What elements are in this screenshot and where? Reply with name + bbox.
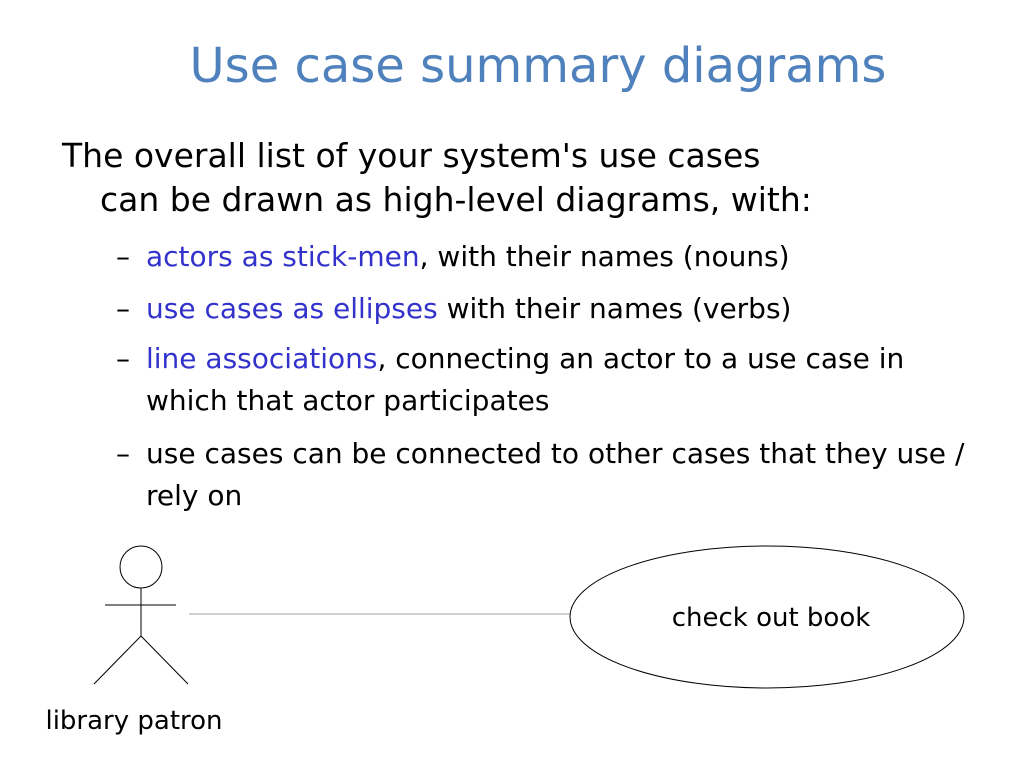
- bullet-text: use cases can be connected to other case…: [146, 437, 965, 512]
- bullet-text: , with their names (nouns): [419, 240, 790, 273]
- bullet-item-use-cases: –use cases as ellipses with their names …: [116, 288, 976, 330]
- bullet-item-connected-cases: –use cases can be connected to other cas…: [116, 433, 976, 517]
- slide-title: Use case summary diagrams: [189, 38, 887, 94]
- actor-left-leg: [93, 635, 142, 685]
- bullet-text: with their names (verbs): [437, 292, 792, 325]
- bullet-list: –actors as stick-men, with their names (…: [116, 236, 976, 527]
- actor-right-leg: [140, 635, 189, 685]
- intro-paragraph: The overall list of your system's use ca…: [62, 134, 982, 222]
- bullet-highlight: use cases as ellipses: [146, 292, 438, 325]
- bullet-dash: –: [116, 342, 130, 375]
- bullet-item-line-associations: –line associations, connecting an actor …: [116, 338, 976, 422]
- bullet-dash: –: [116, 292, 130, 325]
- actor-stick-figure[interactable]: [93, 545, 189, 685]
- intro-line-1: The overall list of your system's use ca…: [62, 136, 761, 175]
- bullet-item-actors: –actors as stick-men, with their names (…: [116, 236, 976, 278]
- bullet-highlight: actors as stick-men: [146, 240, 420, 273]
- actor-head: [119, 545, 163, 589]
- bullet-dash: –: [116, 437, 130, 470]
- bullet-highlight: line associations: [146, 342, 378, 375]
- use-case-label: check out book: [671, 603, 871, 633]
- bullet-text: , connecting an actor to a use case in w…: [146, 342, 905, 417]
- use-case-ellipse[interactable]: [569, 545, 965, 689]
- bullet-dash: –: [116, 240, 130, 273]
- intro-line-2: can be drawn as high-level diagrams, wit…: [100, 180, 812, 219]
- actor-label: library patron: [45, 706, 223, 736]
